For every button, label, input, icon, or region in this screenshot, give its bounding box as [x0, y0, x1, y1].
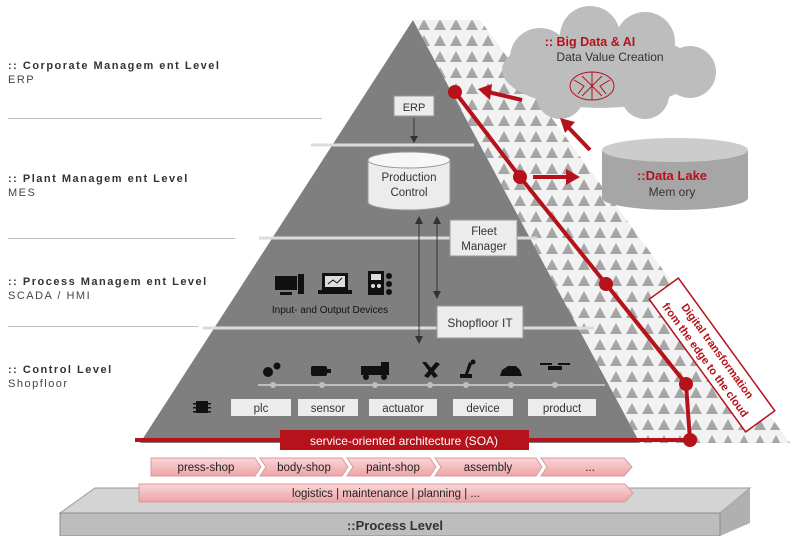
bus-node [508, 382, 514, 388]
fleet-manager-label: Manager [461, 241, 507, 253]
device-label: device [466, 403, 499, 415]
sensor-box [298, 399, 358, 416]
process-level-side [720, 488, 750, 536]
bus-node [463, 382, 469, 388]
support-processes-bar [138, 483, 634, 503]
computer-icon [275, 274, 304, 295]
arrow-head [433, 216, 441, 224]
level-subtitle: MES [8, 187, 37, 199]
tools-icon [422, 362, 440, 378]
bus-node [427, 382, 433, 388]
level-title: :: Plant Managem ent Level [8, 173, 189, 185]
arrow-head [415, 336, 423, 344]
fleet-manager-label: Fleet [471, 226, 497, 238]
level-divider [8, 326, 198, 327]
level-corporate: :: Corporate Managem ent Level ERP [8, 60, 220, 86]
erp-box [393, 95, 435, 117]
process-step [259, 457, 349, 477]
bus-node [372, 382, 378, 388]
plc-label: plc [254, 403, 269, 415]
level-subtitle: SCADA / HMI [8, 290, 92, 302]
control-panel-icon [368, 271, 392, 295]
soa-box [280, 430, 529, 450]
drone-icon [540, 363, 570, 370]
bus-node [319, 382, 325, 388]
production-control-db: Production Control [367, 151, 451, 211]
cloud-shape [502, 6, 716, 119]
bus-node [552, 382, 558, 388]
truck-icon [361, 362, 389, 380]
level-divider [8, 238, 235, 239]
data-lake-title: ::Data Lake [637, 168, 707, 183]
level-divider [8, 118, 322, 119]
device-box [453, 399, 513, 416]
gears-icon [263, 362, 281, 377]
process-step-label: assembly [464, 462, 513, 474]
path-node [599, 277, 613, 291]
level-title: :: Corporate Managem ent Level [8, 60, 221, 72]
data-lake-subtitle: Mem ory [649, 185, 696, 199]
process-level-front [59, 512, 721, 536]
path-node [683, 433, 697, 447]
level-title: :: Control Level [8, 364, 113, 376]
production-control-label: Control [390, 187, 427, 199]
process-step [346, 457, 437, 477]
chip-icon [193, 401, 211, 413]
actuator-label: actuator [382, 403, 424, 415]
cloud-title: :: Big Data & AI [545, 35, 636, 49]
actuator-box [369, 399, 437, 416]
level-title: :: Process Managem ent Level [8, 276, 208, 288]
level-control: :: Control Level Shopfloor [8, 364, 113, 390]
laptop-icon [318, 273, 352, 294]
shopfloor-it-box [436, 305, 524, 339]
motor-icon [311, 366, 331, 376]
arrow-head [415, 216, 423, 224]
soa-label: service-oriented architecture (SOA) [310, 434, 498, 448]
process-chain: press-shop body-shop paint-shop assembly… [150, 457, 633, 477]
product-box [528, 399, 596, 416]
flow-arrows [478, 84, 592, 185]
level-subtitle: ERP [8, 74, 36, 86]
production-control-label: Production [382, 172, 437, 184]
path-node [679, 377, 693, 391]
path-node [448, 85, 462, 99]
arrow-head [433, 291, 441, 299]
level-plant: :: Plant Managem ent Level MES [8, 173, 189, 199]
erp-label: ERP [403, 102, 426, 114]
io-devices-label: Input- and Output Devices [272, 305, 388, 316]
sensor-label: sensor [311, 403, 346, 415]
arrow-head [410, 136, 418, 143]
process-level-label: ::Process Level [347, 518, 443, 533]
process-step [540, 457, 633, 477]
fleet-manager-box [449, 219, 518, 257]
plc-box [231, 399, 291, 416]
car-icon [500, 366, 522, 376]
process-step [434, 457, 543, 477]
robot-arm-icon [460, 359, 476, 378]
process-step-label: paint-shop [366, 462, 420, 474]
process-step-label: press-shop [178, 462, 235, 474]
bus-node [270, 382, 276, 388]
support-processes-label: logistics | maintenance | planning | ... [292, 488, 480, 500]
process-step-label: body-shop [277, 462, 331, 474]
level-process-management: :: Process Managem ent Level SCADA / HMI [8, 276, 208, 302]
brain-icon [569, 71, 615, 101]
level-subtitle: Shopfloor [8, 378, 69, 390]
shopfloor-it-label: Shopfloor IT [447, 316, 513, 330]
path-node [513, 170, 527, 184]
cloud-subtitle: Data Value Creation [556, 50, 663, 64]
process-step [150, 457, 262, 477]
data-lake-db [602, 138, 748, 210]
process-step-label: ... [585, 462, 595, 474]
product-label: product [543, 403, 582, 415]
